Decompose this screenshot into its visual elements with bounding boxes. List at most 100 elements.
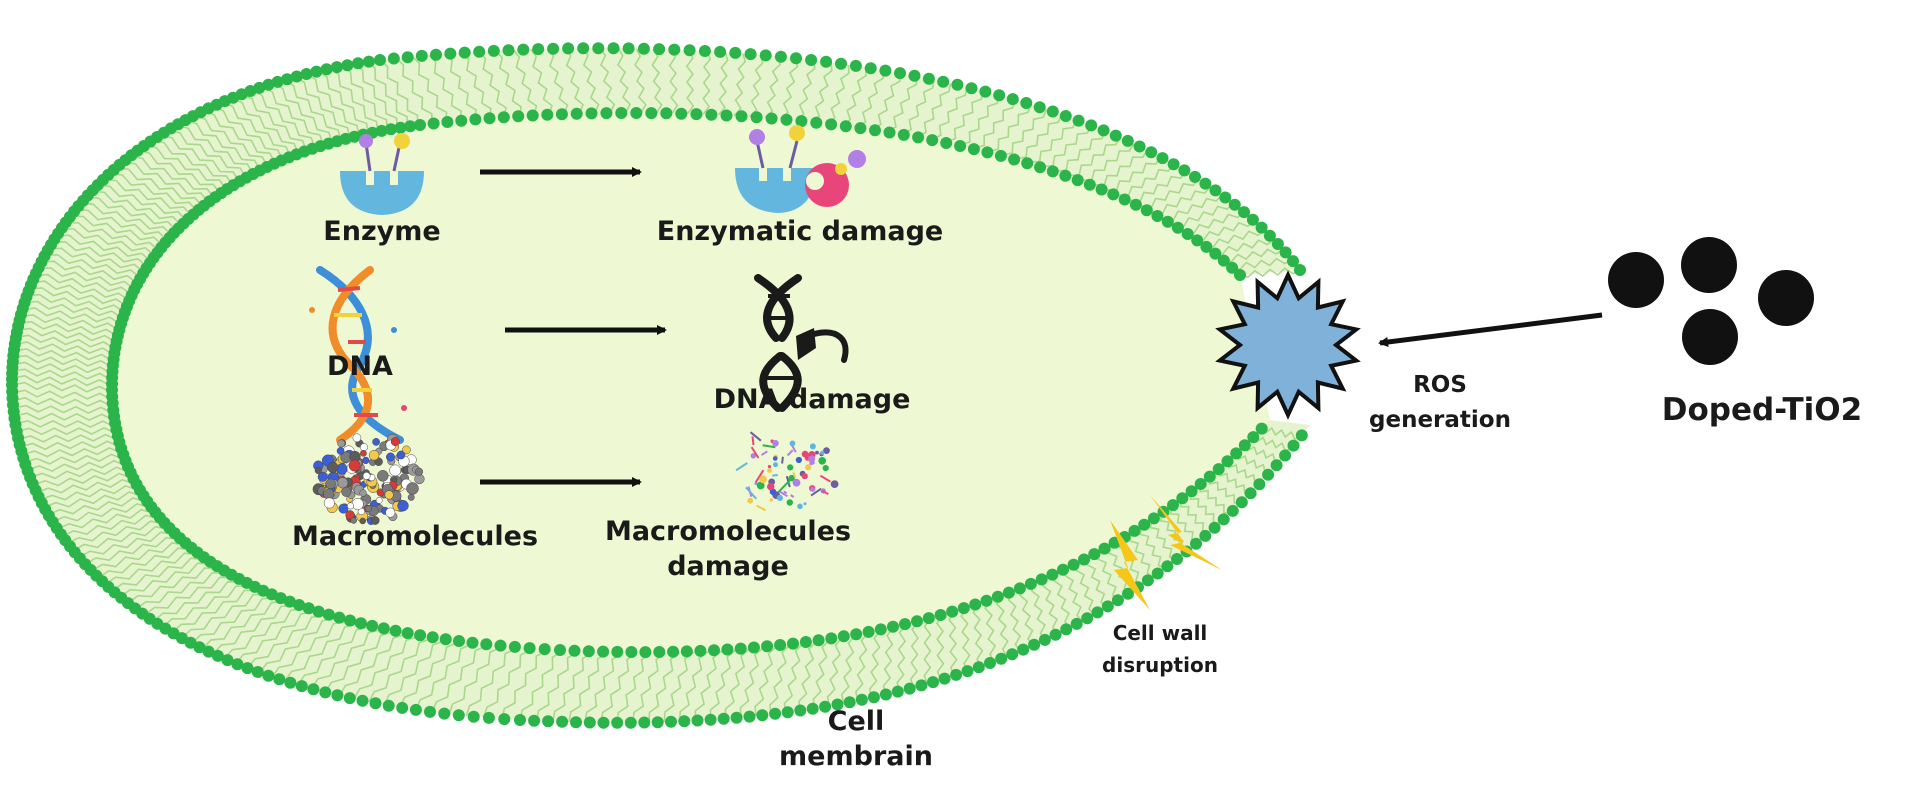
lipid-tail xyxy=(923,618,932,685)
phospholipid-head xyxy=(950,668,963,681)
lipid-tail xyxy=(1179,498,1209,534)
lipid-tail xyxy=(1128,532,1154,578)
lipid-tail xyxy=(431,645,487,713)
lipid-tail xyxy=(78,531,175,558)
phospholipid-head xyxy=(653,646,666,658)
atom xyxy=(350,517,357,524)
membrane-phospholipid-heads xyxy=(6,42,1308,729)
fragment xyxy=(801,450,809,458)
phospholipid-head xyxy=(1129,198,1142,211)
lipid-tail xyxy=(1118,163,1175,197)
phospholipid-head xyxy=(735,110,748,123)
lipid-tail xyxy=(317,70,370,136)
phospholipid-head xyxy=(994,149,1007,162)
fragment xyxy=(823,447,830,454)
phospholipid-head xyxy=(352,57,365,70)
lipid-tail xyxy=(271,620,347,678)
lipid-tail xyxy=(616,652,652,723)
phospholipid-head xyxy=(680,645,693,658)
lipid-tail xyxy=(171,589,258,634)
lipid-tail xyxy=(72,525,169,552)
lipid-tail xyxy=(324,631,394,693)
phospholipid-head xyxy=(794,704,807,717)
lipid-tail xyxy=(886,76,918,133)
fragment xyxy=(820,450,825,455)
phospholipid-head xyxy=(1067,558,1080,571)
lipid-tail xyxy=(181,593,267,639)
lipid-tail xyxy=(783,642,804,713)
lipid-tail xyxy=(411,56,448,124)
lipid-tail xyxy=(552,651,593,722)
phospholipid-head xyxy=(1017,643,1030,656)
phospholipid-head xyxy=(972,661,985,674)
lipid-tail xyxy=(483,648,532,718)
phospholipid-head xyxy=(926,134,939,147)
phospholipid-head xyxy=(667,645,680,658)
phospholipid-head xyxy=(1088,548,1101,561)
lipid-tail xyxy=(272,82,334,145)
dna-damage-label: DNA damage xyxy=(714,384,911,415)
lipid-tail xyxy=(984,599,997,662)
atom xyxy=(370,516,380,525)
phospholipid-head xyxy=(528,714,541,727)
phospholipid-head xyxy=(1038,633,1051,646)
phospholipid-head xyxy=(1194,478,1207,490)
phospholipid-head xyxy=(467,710,480,723)
phospholipid-head xyxy=(1263,229,1276,242)
lipid-tail xyxy=(297,626,370,686)
phospholipid-head xyxy=(825,632,838,645)
phospholipid-head xyxy=(1098,542,1111,555)
phospholipid-head xyxy=(538,643,551,656)
ros-burst-icon xyxy=(1215,270,1361,420)
phospholipid-head xyxy=(1013,582,1026,595)
lipid-tail xyxy=(651,48,663,114)
fragment xyxy=(767,468,772,473)
lipid-tail xyxy=(18,320,119,338)
cell-wall-label-line1: Cell wall xyxy=(1113,621,1208,645)
phospholipid-head xyxy=(394,121,407,134)
phospholipid-head xyxy=(1226,504,1239,517)
lipid-tail xyxy=(945,90,984,143)
lipid-tail xyxy=(1169,505,1198,544)
lipid-tail xyxy=(11,375,113,388)
enzymatic-damage-label: Enzymatic damage xyxy=(657,216,943,247)
lipid-tail xyxy=(717,51,729,116)
lipid-tail xyxy=(1002,109,1048,156)
fragment xyxy=(819,474,832,483)
lipid-tail xyxy=(34,273,134,296)
phospholipid-head xyxy=(1178,164,1191,177)
atom xyxy=(323,497,335,509)
lipid-tail xyxy=(235,611,315,665)
phospholipid-head xyxy=(678,715,691,728)
phospholipid-head xyxy=(427,117,440,130)
lipid-tail xyxy=(18,433,119,443)
phospholipid-head xyxy=(744,48,757,61)
phospholipid-head xyxy=(937,75,950,88)
lipid-tail xyxy=(24,453,125,465)
lipid-tail xyxy=(1199,483,1230,515)
phospholipid-head xyxy=(922,72,935,85)
phospholipid-head xyxy=(1097,124,1110,137)
phospholipid-head xyxy=(624,716,637,729)
fragment xyxy=(754,469,765,483)
fragment xyxy=(815,450,819,455)
atom xyxy=(386,452,395,462)
phospholipid-head xyxy=(799,636,812,648)
fragment xyxy=(749,431,762,442)
phospholipid-head xyxy=(523,642,536,655)
phospholipid-head xyxy=(894,67,906,80)
phospholipid-head xyxy=(912,131,925,144)
phospholipid-head xyxy=(1141,574,1154,587)
lipid-tail xyxy=(123,160,210,205)
phospholipid-head xyxy=(1081,612,1094,625)
phospholipid-head xyxy=(562,42,575,55)
atom xyxy=(347,502,354,510)
phospholipid-head xyxy=(1167,158,1180,171)
lipid-tail xyxy=(901,79,935,135)
atom xyxy=(385,507,396,518)
phospholipid-head xyxy=(946,605,959,618)
phospholipid-head xyxy=(415,49,428,62)
lipid-tail xyxy=(1239,267,1301,279)
phospholipid-head xyxy=(1020,97,1033,109)
lipid-tail xyxy=(632,652,666,723)
